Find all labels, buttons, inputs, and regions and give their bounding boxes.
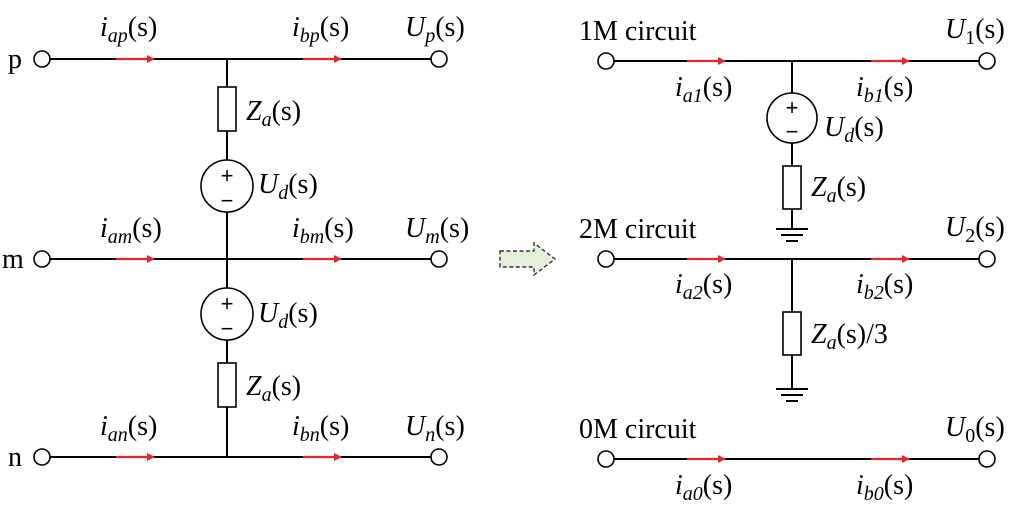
label-ib1: ib1(s) [856, 72, 913, 107]
ud-bot-minus: − [221, 316, 234, 341]
label-za-1m: Za(s) [811, 172, 866, 207]
label-up: Up(s) [405, 12, 465, 47]
label-za-top: Za(s) [246, 96, 301, 131]
label-ia0: ia0(s) [675, 470, 732, 505]
node-label-p: p [8, 44, 22, 75]
label-um: Um(s) [405, 213, 469, 248]
terminal-m-right [430, 250, 448, 268]
label-ud-top: Ud(s) [258, 169, 318, 204]
ud-bot-plus: + [221, 291, 234, 316]
terminal-1m-right [978, 52, 996, 70]
ud-1m-minus: − [786, 119, 799, 144]
label-iap: iap(s) [100, 12, 157, 47]
ud-top-minus: − [221, 188, 234, 213]
label-ian: ian(s) [100, 411, 157, 446]
ground-icon-2m [776, 388, 808, 402]
ud-1m-plus: + [786, 95, 799, 120]
terminal-0m-right [978, 450, 996, 468]
label-ud-bot: Ud(s) [258, 298, 318, 333]
right-circuit: 1M circuit 2M circuit 0M circuit + − [579, 14, 1005, 505]
label-u0: U0(s) [945, 412, 1005, 447]
terminal-p-left [33, 50, 51, 68]
left-circuit: + − + − p m n iap(s) ibp(s) iam(s) ibm(s… [2, 12, 469, 473]
label-ibn: ibn(s) [292, 411, 349, 446]
terminal-1m-left [597, 52, 615, 70]
label-za-2m: Za(s)/3 [811, 319, 888, 354]
terminal-m-left [33, 250, 51, 268]
za-1m-resistor [782, 165, 802, 210]
terminal-p-right [430, 50, 448, 68]
ud-top-plus: + [221, 163, 234, 188]
ground-icon-1m [776, 228, 808, 242]
label-za-bot: Za(s) [246, 371, 301, 406]
label-u1: U1(s) [945, 14, 1005, 49]
label-ia2: ia2(s) [675, 269, 732, 304]
za-2m-resistor [782, 311, 802, 356]
za-top-resistor [217, 86, 237, 132]
label-ibp: ibp(s) [292, 12, 349, 47]
circuit-title-0m: 0M circuit [579, 414, 697, 445]
label-ia1: ia1(s) [675, 72, 732, 107]
label-ud-1m: Ud(s) [824, 112, 884, 147]
label-ibm: ibm(s) [292, 213, 354, 248]
label-ib0: ib0(s) [856, 470, 913, 505]
label-u2: U2(s) [945, 212, 1005, 247]
terminal-2m-right [978, 250, 996, 268]
node-label-m: m [2, 244, 24, 275]
terminal-0m-left [597, 450, 615, 468]
terminal-n-right [430, 448, 448, 466]
transform-arrow-icon [499, 241, 557, 277]
label-iam: iam(s) [100, 213, 162, 248]
terminal-2m-left [597, 250, 615, 268]
terminal-n-left [33, 448, 51, 466]
za-bot-resistor [217, 362, 237, 408]
label-ib2: ib2(s) [856, 269, 913, 304]
label-un: Un(s) [405, 411, 465, 446]
circuit-title-2m: 2M circuit [579, 214, 697, 245]
circuit-title-1m: 1M circuit [579, 16, 697, 47]
node-label-n: n [8, 442, 22, 473]
